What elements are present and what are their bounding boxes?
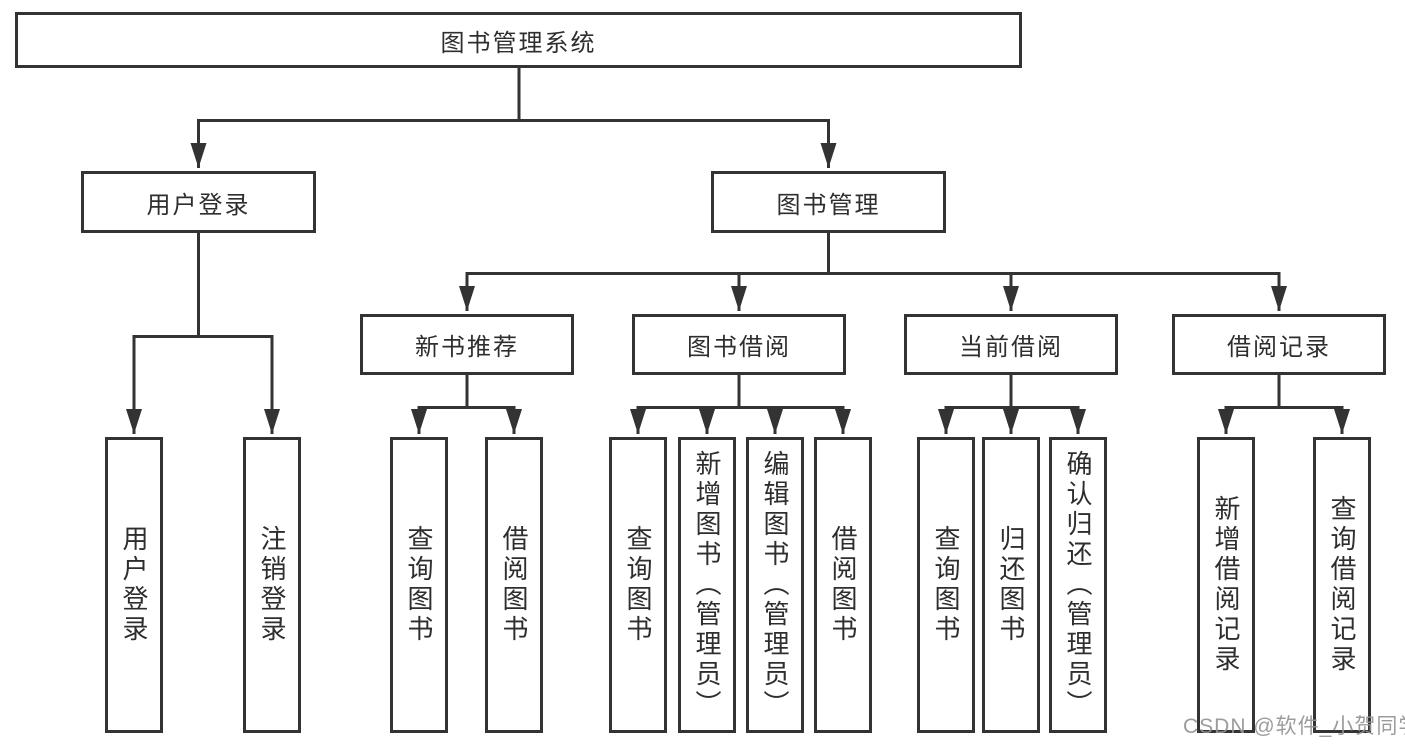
- leaf-borrow-books-2: 借阅图书: [814, 437, 872, 733]
- node-current-borrowing: 当前借阅: [904, 314, 1118, 375]
- node-label: 图书借阅: [687, 334, 791, 361]
- node-label: 归还图书: [996, 525, 1026, 645]
- leaf-query-books-2: 查询图书: [609, 437, 667, 733]
- leaf-user-login: 用户登录: [105, 437, 163, 733]
- leaf-query-books-3: 查询图书: [917, 437, 975, 733]
- leaf-add-book-admin: 新增图书（管理员）: [678, 437, 736, 733]
- node-label: 借阅图书: [499, 525, 529, 645]
- connector-newbook-group: [411, 375, 522, 434]
- connector-current-group: [938, 375, 1086, 434]
- connector-borrow-group: [630, 375, 851, 434]
- connector-bookmgmt-group: [459, 233, 1287, 311]
- node-label: 图书管理系统: [440, 29, 597, 57]
- node-label: 借阅图书: [828, 525, 858, 645]
- node-label: 借阅记录: [1227, 334, 1331, 361]
- node-library-system: 图书管理系统: [15, 12, 1022, 68]
- node-label: 确认归还（管理员）: [1063, 450, 1093, 720]
- leaf-logout: 注销登录: [243, 437, 301, 733]
- connector-root-to-level2: [190, 68, 837, 168]
- node-label: 图书管理: [776, 191, 881, 219]
- leaf-return-book: 归还图书: [982, 437, 1040, 733]
- node-new-book-recommend: 新书推荐: [360, 314, 574, 375]
- leaf-query-borrow-record: 查询借阅记录: [1313, 437, 1371, 733]
- node-book-borrowing: 图书借阅: [632, 314, 846, 375]
- node-label: 用户登录: [146, 191, 251, 219]
- node-label: 新增借阅记录: [1211, 495, 1241, 675]
- leaf-edit-book-admin: 编辑图书（管理员）: [746, 437, 804, 733]
- node-label: 用户登录: [119, 525, 149, 645]
- leaf-confirm-return-admin: 确认归还（管理员）: [1049, 437, 1107, 733]
- csdn-watermark: CSDN @软件_小贺同学: [1183, 715, 1405, 738]
- node-label: 新增图书（管理员）: [692, 450, 722, 720]
- node-label: 查询图书: [931, 525, 961, 645]
- node-label: 查询图书: [623, 525, 653, 645]
- node-borrowing-records: 借阅记录: [1172, 314, 1386, 375]
- leaf-query-books-1: 查询图书: [390, 437, 448, 733]
- node-label: 当前借阅: [959, 334, 1063, 361]
- node-user-login: 用户登录: [81, 171, 316, 233]
- connector-record-group: [1218, 375, 1350, 434]
- leaf-borrow-books-1: 借阅图书: [485, 437, 543, 733]
- leaf-add-borrow-record: 新增借阅记录: [1197, 437, 1255, 733]
- node-label: 编辑图书（管理员）: [760, 450, 790, 720]
- node-label: 查询图书: [404, 525, 434, 645]
- node-label: 查询借阅记录: [1327, 495, 1357, 675]
- node-book-management: 图书管理: [711, 171, 946, 233]
- node-label: 新书推荐: [415, 334, 519, 361]
- connector-userlogin-group: [126, 233, 280, 434]
- node-label: 注销登录: [257, 525, 287, 645]
